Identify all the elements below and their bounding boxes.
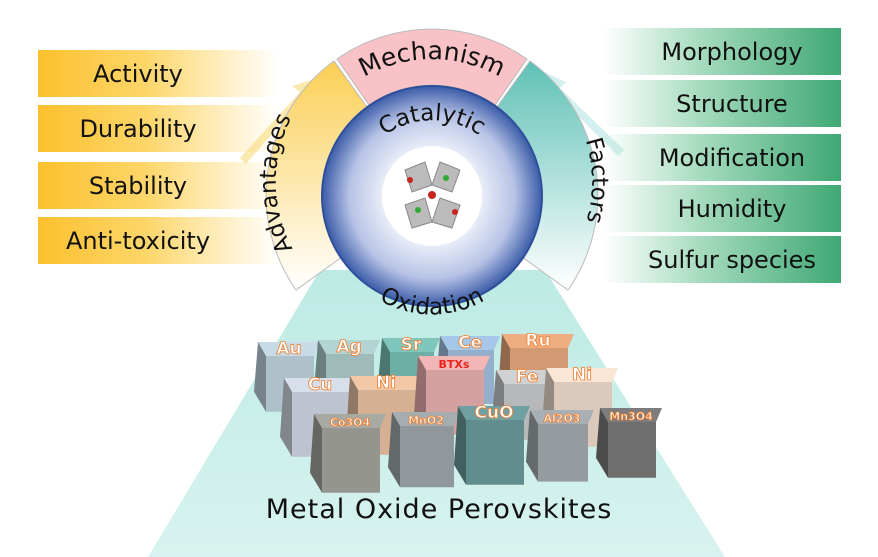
- cube-face: [466, 420, 524, 485]
- factor-item: Sulfur species: [603, 236, 841, 283]
- cube-face: [258, 342, 320, 356]
- cube-face: [382, 338, 440, 352]
- cube-cuo: [454, 406, 530, 485]
- cube-face: [538, 424, 588, 482]
- cube-face: [454, 406, 466, 485]
- cube-face: [254, 342, 266, 412]
- cube-face: [600, 408, 662, 422]
- cube-face: [546, 368, 618, 382]
- cube-face: [310, 414, 322, 493]
- cube-face: [526, 410, 538, 482]
- cube-face: [284, 378, 356, 392]
- cube-mno2: [388, 412, 460, 488]
- advantage-item: Anti-toxicity: [38, 217, 278, 264]
- metal-cubes: [254, 334, 662, 493]
- cube-face: [496, 370, 558, 384]
- cube-face: [392, 412, 460, 426]
- cube-face: [350, 376, 422, 390]
- cube-face: [314, 414, 386, 428]
- factor-item: Humidity: [603, 185, 841, 232]
- cube-face: [596, 408, 608, 478]
- cube-face: [440, 336, 500, 350]
- factor-item: Morphology: [603, 28, 841, 75]
- factor-item: Modification: [603, 134, 841, 181]
- cube-face: [418, 356, 490, 370]
- cube-co3o4: [310, 414, 386, 493]
- cube-face: [608, 422, 656, 478]
- cube-face: [458, 406, 530, 420]
- cube-face: [502, 334, 574, 348]
- advantage-item: Durability: [38, 105, 278, 152]
- cube-mn3o4: [596, 408, 662, 478]
- perovskite-crystal-icon: [404, 161, 461, 229]
- advantage-item: Stability: [38, 162, 278, 209]
- cube-face: [322, 428, 380, 493]
- cube-face: [318, 340, 380, 354]
- advantage-item: Activity: [38, 50, 278, 97]
- factor-item: Structure: [603, 80, 841, 127]
- cube-face: [388, 412, 400, 488]
- cube-al2o3: [526, 410, 594, 482]
- cube-face: [530, 410, 594, 424]
- cube-face: [280, 378, 292, 457]
- cube-face: [400, 426, 454, 488]
